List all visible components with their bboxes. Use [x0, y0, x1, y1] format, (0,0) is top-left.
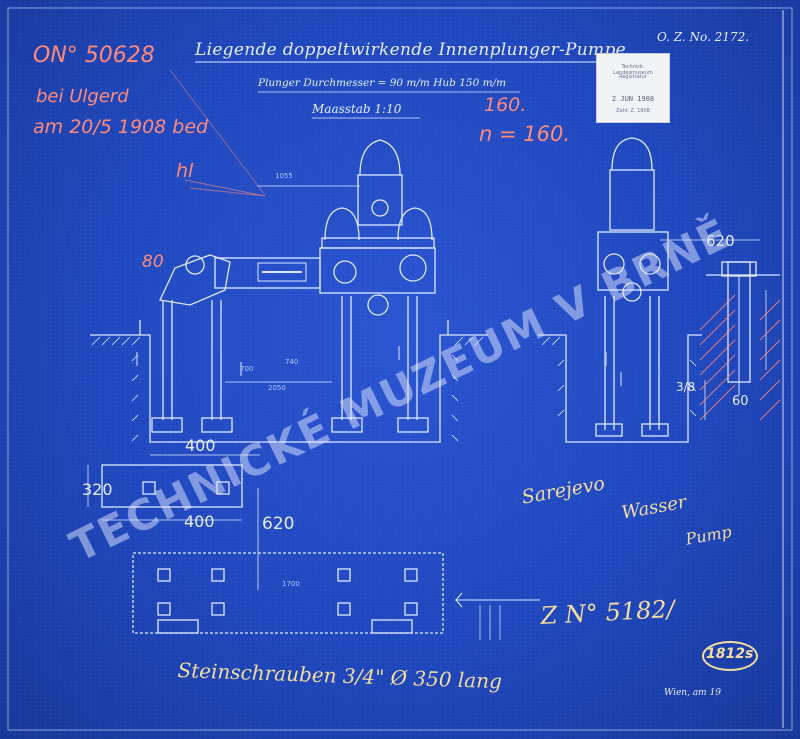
dim-620: 620 — [262, 514, 295, 534]
red-note-line1: bei Ulgerd — [36, 86, 129, 107]
dim-400-bottom: 400 — [184, 512, 215, 531]
stamp-line1: Technick. Landesmuseum — [613, 64, 653, 76]
dim-1055: 1055 — [275, 172, 293, 180]
stamp-line3: Zahl: Z. 1908 — [616, 108, 650, 114]
drawing-scale: Maasstab 1:10 — [312, 102, 402, 116]
red-note-line2: am 20/5 1908 bed — [33, 116, 209, 138]
dim-3-8: 3/8 — [676, 380, 696, 394]
stamp-line2: Registratur — [619, 74, 647, 80]
rpm-value: 160. — [484, 94, 527, 116]
dim-400-top: 400 — [185, 436, 216, 455]
footer-place-date: Wien, am 19 — [664, 688, 722, 698]
dim-60: 60 — [732, 394, 749, 409]
drawing-number: O. Z. No. 2172. — [657, 30, 750, 44]
dim-700: 700 — [240, 365, 254, 373]
sheet-number-ring — [702, 641, 758, 671]
dim-620-right: 620 — [706, 232, 735, 250]
dim-740: 740 — [285, 358, 299, 366]
drawing-subtitle: Plunger Durchmesser = 90 m/m Hub 150 m/m — [258, 77, 507, 89]
dim-1700: 1700 — [282, 580, 300, 588]
drawing-title: Liegende doppeltwirkende Innenplunger-Pu… — [195, 40, 627, 60]
stamp-date: 2 JUN 1908 — [611, 95, 655, 103]
rpm-formula: n = 160. — [479, 122, 571, 146]
red-initials: hl — [176, 160, 194, 182]
sheet-number: 1812s — [706, 646, 754, 662]
mark-80: 80 — [142, 252, 164, 272]
registry-stamp: Technick. Landesmuseum Registratur 2 JUN… — [596, 53, 670, 123]
order-number: ON° 50628 — [33, 43, 155, 68]
dim-320: 320 — [82, 480, 113, 499]
dim-2050: 2050 — [268, 384, 286, 392]
